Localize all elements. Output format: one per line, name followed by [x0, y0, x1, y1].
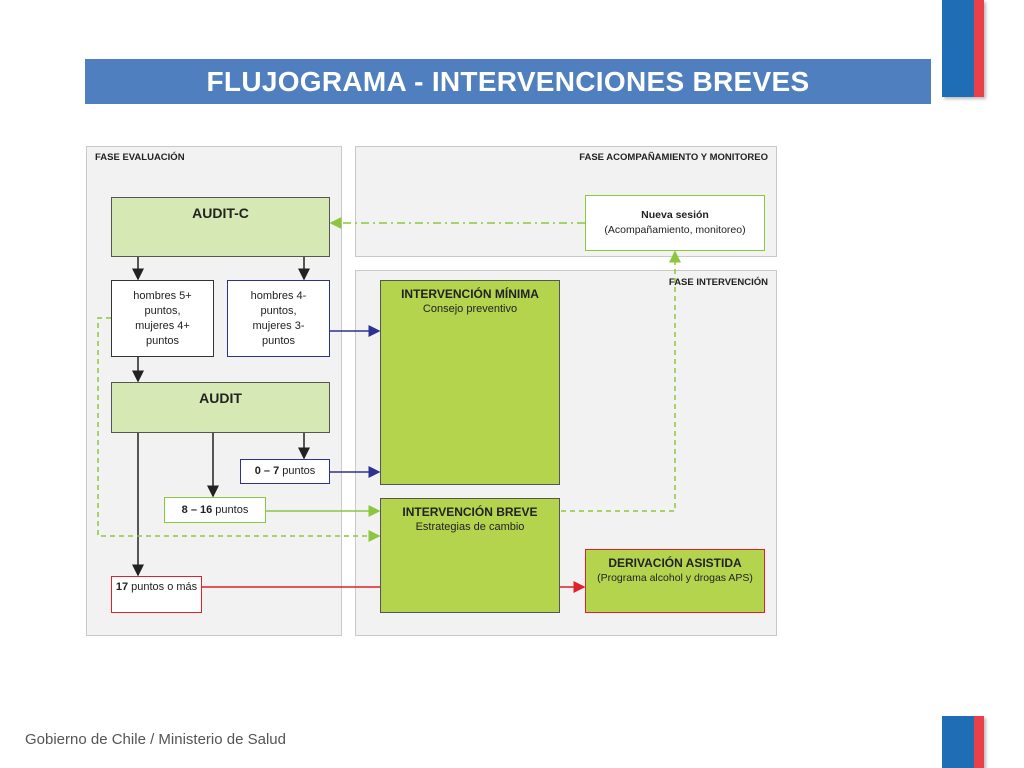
node-score-17: 17 puntos o más [111, 576, 202, 613]
node-nueva-sesion: Nueva sesión (Acompañamiento, monitoreo) [585, 195, 765, 251]
nueva-sesion-sub: (Acompañamiento, monitoreo) [604, 224, 746, 236]
node-score-0-7: 0 – 7 puntos [240, 459, 330, 484]
node-derivacion-asistida: DERIVACIÓN ASISTIDA (Programa alcohol y … [585, 549, 765, 613]
node-hombres-5-label: hombres 5+ puntos, mujeres 4+ puntos [133, 289, 192, 347]
node-hombres-4-label: hombres 4- puntos, mujeres 3- puntos [250, 289, 307, 347]
dashed-loop-hombres5-to-breve [97, 317, 381, 542]
derivacion-title: DERIVACIÓN ASISTIDA [608, 556, 742, 570]
node-hombres-5: hombres 5+ puntos, mujeres 4+ puntos [111, 280, 214, 357]
score-0-7-unit: puntos [279, 465, 316, 477]
node-audit-c: AUDIT-C [111, 197, 330, 257]
node-score-8-16: 8 – 16 puntos [164, 497, 266, 523]
int-breve-sub: Estrategias de cambio [415, 521, 525, 533]
phase-label-acompanamiento: FASE ACOMPAÑAMIENTO Y MONITOREO [579, 152, 768, 163]
node-audit-label: AUDIT [199, 390, 242, 406]
page-title: FLUJOGRAMA - INTERVENCIONES BREVES [85, 59, 931, 104]
score-8-16-unit: puntos [212, 503, 249, 516]
phase-label-intervencion: FASE INTERVENCIÓN [668, 277, 768, 288]
phase-label-evaluacion: FASE EVALUACIÓN [95, 152, 185, 163]
int-minima-sub: Consejo preventivo [422, 303, 518, 315]
int-breve-title: INTERVENCIÓN BREVE [402, 505, 538, 519]
score-17-value: 17 [115, 581, 129, 593]
footer-text: Gobierno de Chile / Ministerio de Salud [25, 731, 286, 748]
chile-flag-top [942, 0, 984, 97]
score-8-16-value: 8 – 16 [181, 503, 213, 516]
derivacion-sub: (Programa alcohol y drogas APS) [597, 572, 753, 584]
score-0-7-value: 0 – 7 [254, 465, 280, 477]
node-hombres-4: hombres 4- puntos, mujeres 3- puntos [227, 280, 330, 357]
score-17-unit: puntos o más [128, 581, 198, 593]
chile-flag-bottom [942, 716, 984, 768]
node-intervencion-breve: INTERVENCIÓN BREVE Estrategias de cambio [380, 498, 560, 613]
node-audit: AUDIT [111, 382, 330, 433]
int-minima-title: INTERVENCIÓN MÍNIMA [401, 287, 539, 301]
dashed-breve-to-nueva-sesion [561, 250, 681, 512]
node-intervencion-minima: INTERVENCIÓN MÍNIMA Consejo preventivo [380, 280, 560, 485]
node-audit-c-label: AUDIT-C [192, 205, 249, 221]
nueva-sesion-title: Nueva sesión [641, 209, 709, 221]
